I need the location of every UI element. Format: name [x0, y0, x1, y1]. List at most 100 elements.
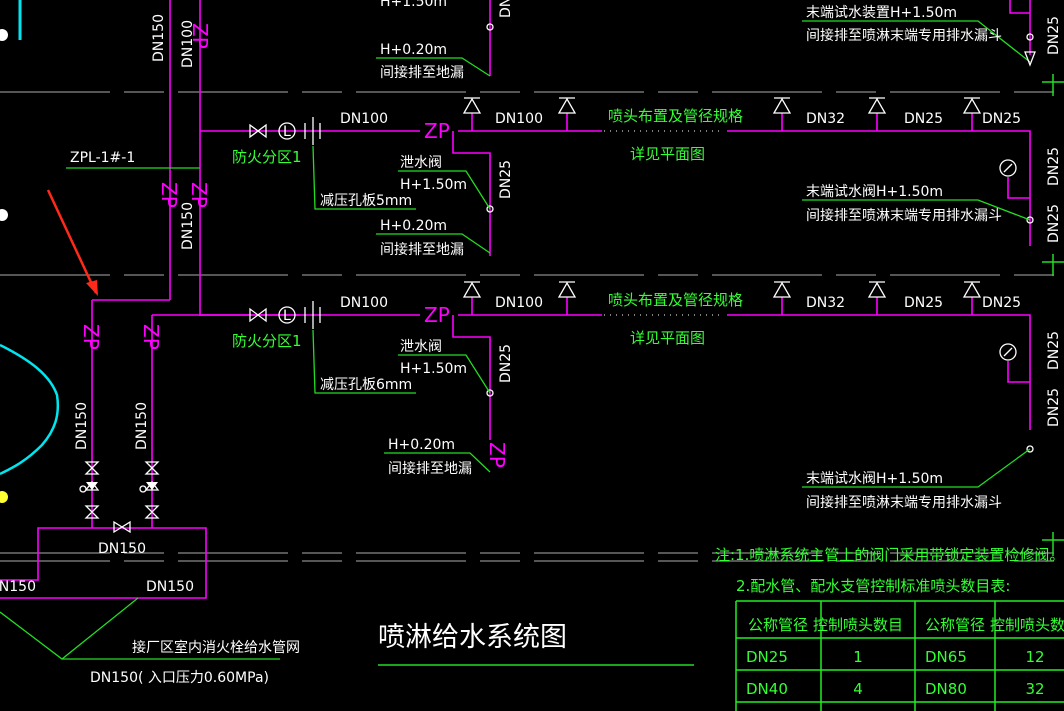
pipe-size-label: DN150	[180, 202, 196, 250]
elevation-label: H+1.50m	[400, 361, 467, 377]
pressure-gauge-icon	[999, 159, 1017, 177]
end-test-valve-icon	[1026, 216, 1034, 224]
pipe-size-label: DN150	[98, 541, 146, 557]
drain-valve-icon	[486, 389, 494, 397]
elevation-label: H+1.50m	[380, 0, 447, 10]
pipe-code-label: ZP	[157, 182, 181, 208]
pipe-code-label: ZP	[424, 119, 450, 143]
leader-line	[384, 452, 491, 473]
axis-ticks	[1042, 74, 1064, 556]
sprinkler-head-icon	[867, 281, 887, 298]
pipe-size-label: DN150	[146, 579, 194, 595]
pipe-size-label: DN25	[982, 295, 1021, 311]
pipe-size-label: DN25	[498, 0, 514, 18]
end-test-valve-icon	[1026, 445, 1034, 453]
end-drain-note: 间接排至喷淋末端专用排水漏斗	[806, 27, 1002, 44]
red-annotation-arrow-icon	[46, 189, 98, 296]
leader-line	[802, 448, 1031, 488]
drain-pipe	[452, 131, 491, 256]
branch-pipe	[727, 130, 1031, 246]
sprinkler-head-icon	[962, 281, 982, 298]
orifice-label: 减压孔板6mm	[320, 377, 412, 393]
table-header: 控制喷头数目	[990, 616, 1064, 634]
table-cell: 32	[1025, 680, 1044, 698]
pipe-size-label: DN32	[806, 111, 845, 127]
pipe-size-label: DN150	[74, 402, 90, 450]
gauge-pipe	[1007, 177, 1030, 199]
table-header: 公称管径	[748, 616, 808, 634]
pressure-gauge-icon	[999, 343, 1017, 361]
elevation-label: H+0.20m	[388, 437, 455, 453]
pipe-size-label: DN25	[904, 295, 943, 311]
end-drain-note: 间接排至喷淋末端专用排水漏斗	[806, 207, 1002, 224]
flow-indicator-letter: L	[283, 124, 291, 140]
drain-note: 间接排至地漏	[388, 460, 472, 477]
table-cell: DN25	[746, 648, 788, 666]
drain-valve-label: 泄水阀	[400, 155, 442, 171]
table-cell: 12	[1025, 648, 1044, 666]
flow-indicator-icon	[278, 306, 296, 324]
top-branch: DN25 H+1.50m H+0.20m 间接排至地漏 末端试水装置H+1.50…	[376, 0, 1062, 81]
pipe-size-label: DN25	[1046, 388, 1062, 427]
main-risers	[0, 0, 300, 599]
fire-zone-label: 防火分区1	[232, 332, 302, 350]
pipe-code-label: ZP	[79, 324, 103, 350]
pipe-code-label: ZP	[424, 303, 450, 327]
elevation-label: H+1.50m	[400, 177, 467, 193]
orifice-plate-icon	[304, 301, 321, 329]
pipe-size-label: DN100	[180, 20, 196, 68]
pipe-size-label: DN25	[498, 344, 514, 383]
sprinkler-note: 喷头布置及管径规格	[608, 107, 743, 125]
table-cell: 1	[853, 648, 863, 666]
pipe-size-label: DN100	[495, 295, 543, 311]
drawing-title: 喷淋给水系统图	[378, 622, 567, 653]
pipe-code-label: ZP	[139, 324, 163, 350]
table-cell: DN40	[746, 680, 788, 698]
leader-line	[312, 145, 416, 210]
riser-label: ZPL-1#-1	[70, 150, 135, 166]
marker-icon	[0, 491, 8, 503]
leader-line	[398, 354, 491, 394]
leader-line	[312, 329, 416, 394]
flow-indicator-icon	[278, 122, 296, 140]
sprinkler-count-table: 公称管径控制喷头数目公称管径控制喷头数目DN251DN6512DN404DN80…	[735, 600, 1064, 711]
pipe-size-label: DN25	[904, 111, 943, 127]
drain-pipe	[452, 315, 491, 440]
gauge-pipe	[1007, 361, 1030, 383]
pressure-gauge-needle	[1003, 163, 1013, 173]
see-plan-note: 详见平面图	[630, 329, 705, 347]
pipe-size-label: DN150	[0, 579, 36, 595]
marker-icon	[0, 209, 8, 221]
pipe-size-label: DN25	[1046, 204, 1062, 243]
sprinkler-head-icon	[867, 97, 887, 114]
table-header: 公称管径	[925, 616, 985, 634]
cyan-outline-curve	[0, 343, 59, 476]
sprinkler-note: 喷头布置及管径规格	[608, 291, 743, 309]
sprinkler-head-icon	[557, 97, 577, 114]
note-2: 2.配水管、配水支管控制标准喷头数目表:	[736, 577, 1010, 595]
drain-note: 间接排至地漏	[380, 241, 464, 258]
pipe-size-label: DN25	[498, 160, 514, 199]
end-test-valve-label: 末端试水阀H+1.50m	[806, 184, 943, 200]
sprinkler-head-icon	[557, 281, 577, 298]
pipe-size-label: DN32	[806, 295, 845, 311]
table-header: 控制喷头数目	[813, 616, 903, 634]
inlet-pressure: DN150( 入口压力0.60MPa)	[90, 670, 269, 686]
sprinkler-head-icon	[962, 97, 982, 114]
pipe-code-label: ZP	[485, 442, 509, 468]
gate-valve-icon	[249, 307, 267, 323]
drain-note: 间接排至地漏	[380, 64, 464, 81]
fire-zone-label: 防火分区1	[232, 148, 302, 166]
drain-valve-icon	[486, 23, 494, 31]
drain-valve-label: 泄水阀	[400, 339, 442, 355]
leader-line	[376, 233, 491, 254]
orifice-plate-icon	[304, 117, 321, 145]
gate-valve-icon	[249, 123, 267, 139]
see-plan-note: 详见平面图	[630, 145, 705, 163]
pipe-size-label: DN25	[1046, 16, 1062, 55]
end-drain-note: 间接排至喷淋末端专用排水漏斗	[806, 494, 1002, 511]
